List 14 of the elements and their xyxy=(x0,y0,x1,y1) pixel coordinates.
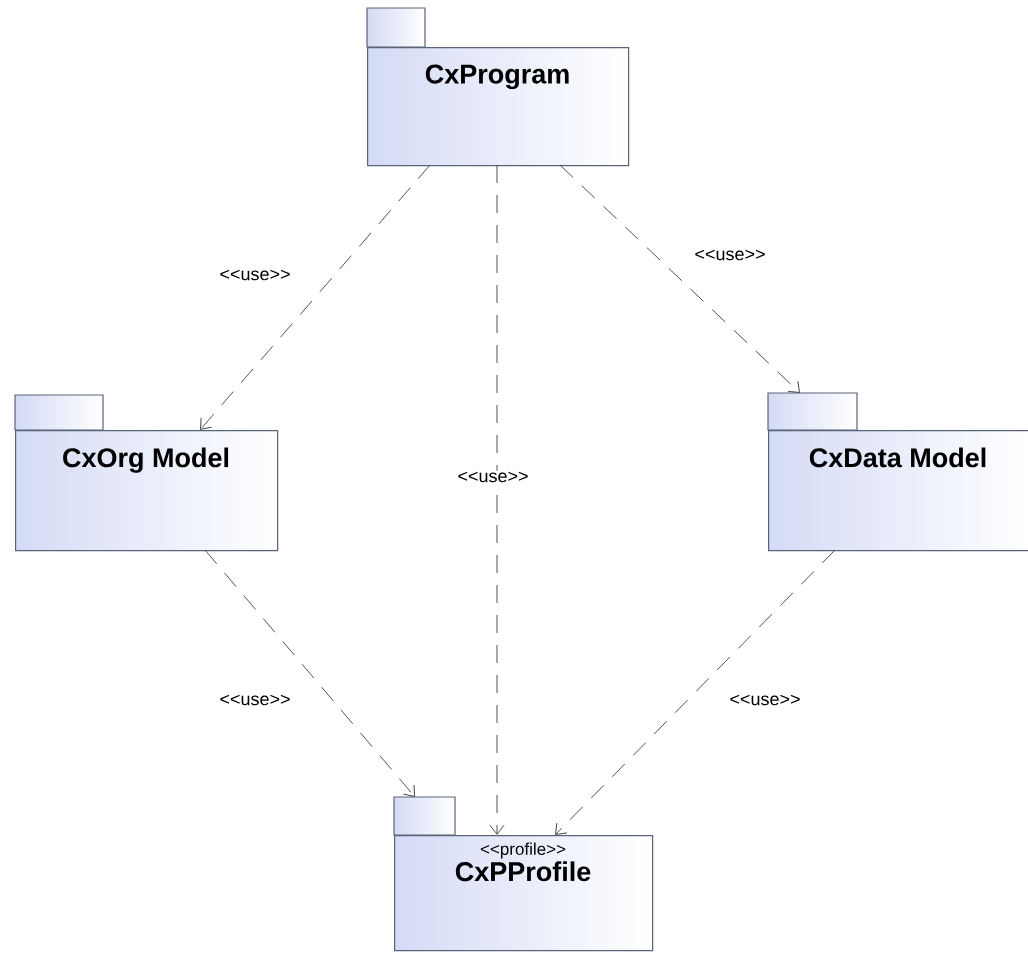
package-box: CxOrg Model xyxy=(14,394,279,552)
dependency-arrow xyxy=(555,549,836,835)
edge-label: <<use>> xyxy=(728,693,802,707)
edge-label: <<use>> xyxy=(456,470,530,484)
dependency-arrow xyxy=(559,164,800,393)
edge-label: <<use>> xyxy=(693,248,767,262)
dependency-arrow xyxy=(204,549,415,797)
dependency-arrow xyxy=(489,164,505,835)
package-box: CxData Model xyxy=(767,392,1028,552)
dependency-arrow xyxy=(200,164,431,430)
edge-label: <<use>> xyxy=(218,268,292,282)
edge-label: <<use>> xyxy=(218,693,292,707)
package-box: <<profile>> CxPProfile xyxy=(393,796,654,952)
package-box: CxProgram xyxy=(366,7,630,167)
